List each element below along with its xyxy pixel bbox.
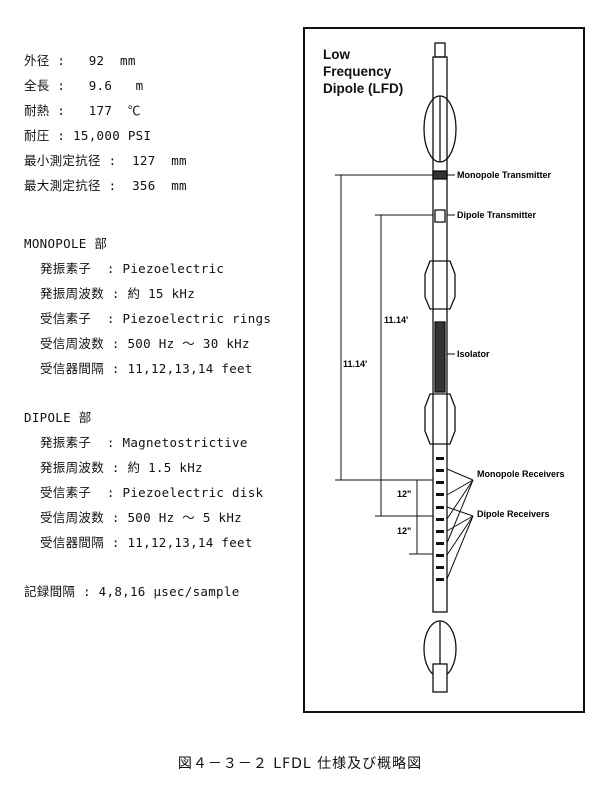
receiver-mark <box>436 518 444 521</box>
dipole-receive-frequency: 受信周波数 : 500 Hz ～ 5 kHz <box>40 510 243 525</box>
monopole-transmit-frequency: 発振周波数 : 約 15 kHz <box>40 286 196 301</box>
tool-top-cap <box>434 42 446 58</box>
monopole-heading: MONOPOLE 部 <box>24 236 108 251</box>
spec-outer-diameter: 外径 : 92 mm <box>24 53 136 68</box>
monopole-receivers-leader <box>446 468 474 481</box>
figure-title: Low Frequency Dipole (LFD) <box>323 47 404 96</box>
receiver-mark <box>436 493 444 496</box>
monopole-transmitter-label: Monopole Transmitter <box>457 170 552 180</box>
monopole-spacing-label: 11.14' <box>343 359 367 369</box>
spec-min-hole-diameter: 最小測定抗径 : 127 mm <box>24 153 187 168</box>
upper-stabiliser <box>424 260 456 310</box>
dipole-receiver-spacing: 受信器間隔 : 11,12,13,14 feet <box>40 535 253 550</box>
dipole-spacing-label: 11.14' <box>384 315 408 325</box>
recording-interval: 記録間隔 : 4,8,16 μsec/sample <box>24 584 240 599</box>
monopole-transmitter-block <box>432 170 448 180</box>
spec-max-hole-diameter: 最大測定抗径 : 356 mm <box>24 178 187 193</box>
dipole-transmit-element: 発振素子 : Magnetostrictive <box>40 435 248 450</box>
receiver-mark <box>436 530 444 533</box>
figure-caption: 図４－３－２ LFDL 仕様及び概略図 <box>177 756 423 772</box>
monopole-transmit-element: 発振素子 : Piezoelectric <box>40 261 225 276</box>
lower-stabiliser <box>424 393 456 445</box>
receiver-mark <box>436 481 444 484</box>
receiver-mark <box>436 457 444 460</box>
monopole-receive-element: 受信素子 : Piezoelectric rings <box>40 311 272 326</box>
receiver-mark <box>436 469 444 472</box>
spec-heat-resistance: 耐熱 : 177 ℃ <box>24 103 141 118</box>
receiver-mark <box>436 506 444 509</box>
monopole-receive-frequency: 受信周波数 : 500 Hz ～ 30 kHz <box>40 336 250 351</box>
receiver-gap-label-1: 12" <box>397 489 411 499</box>
isolator-label: Isolator <box>457 349 490 359</box>
dipole-heading: DIPOLE 部 <box>24 410 92 425</box>
spec-length: 全長 : 9.6 m <box>24 78 144 93</box>
dipole-receivers-label: Dipole Receivers <box>477 509 550 519</box>
receiver-mark <box>436 554 444 557</box>
monopole-receivers-label: Monopole Receivers <box>477 469 565 479</box>
receiver-mark <box>436 566 444 569</box>
tool-body <box>432 56 448 613</box>
tool-bottom-cap <box>432 663 448 693</box>
isolator-section <box>434 321 446 393</box>
monopole-receiver-spacing: 受信器間隔 : 11,12,13,14 feet <box>40 361 253 376</box>
dipole-receive-element: 受信素子 : Piezoelectric disk <box>40 485 264 500</box>
receiver-mark <box>436 542 444 545</box>
dipole-receivers-leader <box>446 506 474 517</box>
spec-pressure-resistance: 耐圧 : 15,000 PSI <box>24 128 152 143</box>
dipole-transmitter-label: Dipole Transmitter <box>457 210 537 220</box>
tool-diagram-frame: Low Frequency Dipole (LFD) <box>303 27 585 713</box>
tool-diagram: Monopole Transmitter Dipole Transmitter … <box>335 42 565 693</box>
receiver-mark <box>436 578 444 581</box>
dipole-transmitter-block <box>434 209 446 223</box>
dipole-transmit-frequency: 発振周波数 : 約 1.5 kHz <box>40 460 203 475</box>
receiver-gap-label-2: 12" <box>397 526 411 536</box>
